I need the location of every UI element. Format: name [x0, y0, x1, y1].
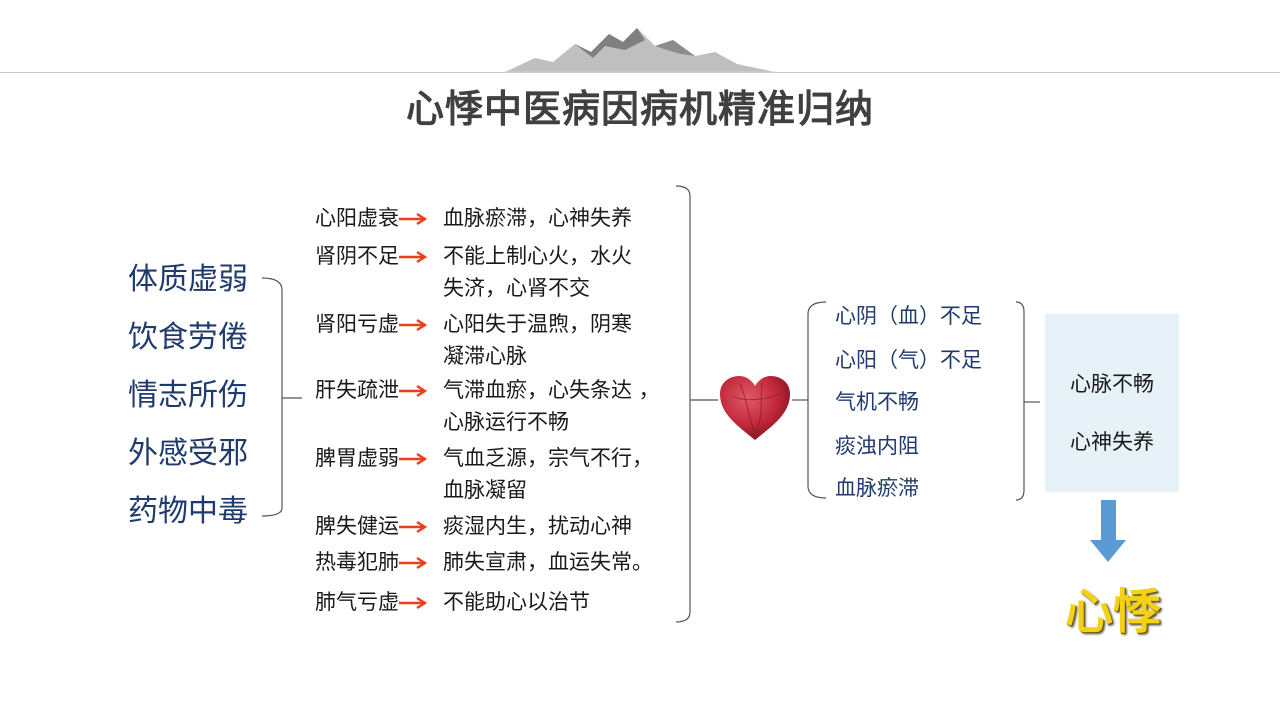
- mechanism-cause: 脾失健运: [315, 514, 399, 538]
- outcome-box: 心脉不畅 心神失养: [1045, 314, 1179, 492]
- outcome-line: 心神失养: [1070, 430, 1154, 454]
- mechanism-result: 血脉瘀滞，心神失养: [443, 206, 632, 230]
- mechanism-result: 血脉凝留: [443, 478, 527, 502]
- page-title: 心悸中医病因病机精准归纳: [405, 87, 874, 131]
- causes-list: 体质虚弱 饮食劳倦 情志所伤 外感受邪 药物中毒: [128, 258, 248, 548]
- cause-item: 外感受邪: [128, 436, 248, 471]
- mechanism-cause: 肝失疏泄: [315, 378, 399, 402]
- mechanism-cause: 肾阳亏虚: [315, 312, 399, 336]
- mechanism-cause: 心阳虚衰: [315, 206, 399, 230]
- mechanism-cause: 脾胃虚弱: [315, 446, 399, 470]
- arrow-right-icon: [399, 384, 428, 398]
- mechanism-result: 凝滞心脉: [443, 344, 527, 368]
- mechanism-row: 脾胃虚弱 气血乏源，宗气不行， 血脉凝留: [315, 442, 653, 502]
- mechanism-result: 痰湿内生，扰动心神: [443, 514, 632, 538]
- mechanism-row: 肾阴不足 不能上制心火，水火 失济，心肾不交: [315, 240, 632, 300]
- pathogenesis-item: 痰浊内阻: [835, 434, 919, 458]
- mechanisms-bracket: [675, 185, 691, 623]
- mechanism-result: 气血乏源，宗气不行，: [443, 446, 653, 470]
- pathogenesis-item: 血脉瘀滞: [835, 476, 919, 500]
- cause-item: 饮食劳倦: [128, 320, 248, 355]
- arrow-right-icon: [399, 452, 428, 466]
- heart-icon: [720, 376, 790, 440]
- pathogenesis-item: 心阴（血）不足: [835, 304, 982, 328]
- arrow-right-icon: [399, 318, 428, 332]
- pathogenesis-item: 气机不畅: [835, 390, 919, 414]
- arrow-right-icon: [399, 596, 428, 610]
- mechanism-row: 热毒犯肺 肺失宣肃，血运失常。: [315, 546, 653, 576]
- causes-bracket: [261, 277, 283, 517]
- mechanism-cause: 肾阴不足: [315, 244, 399, 268]
- mechanism-result: 不能助心以治节: [443, 590, 590, 614]
- mechanism-row: 心阳虚衰 血脉瘀滞，心神失养: [315, 202, 632, 232]
- arrow-right-icon: [399, 212, 428, 226]
- pathogenesis-bracket-right: [1015, 301, 1025, 501]
- down-arrow-icon: [1090, 500, 1126, 562]
- pathogenesis-item: 心阳（气）不足: [835, 348, 982, 372]
- mechanism-row: 肺气亏虚 不能助心以治节: [315, 586, 590, 616]
- arrow-right-icon: [399, 556, 428, 570]
- mountain-decoration: [505, 28, 775, 73]
- mechanism-result: 失济，心肾不交: [443, 276, 590, 300]
- mechanism-result: 心脉运行不畅: [443, 410, 569, 434]
- mechanism-cause: 肺气亏虚: [315, 590, 399, 614]
- mechanism-row: 肾阳亏虚 心阳失于温煦，阴寒 凝滞心脉: [315, 308, 632, 368]
- cause-item: 体质虚弱: [128, 262, 248, 297]
- mechanism-result: 肺失宣肃，血运失常。: [443, 550, 653, 574]
- outcome-line: 心脉不畅: [1070, 372, 1154, 396]
- cause-item: 药物中毒: [128, 494, 248, 529]
- mechanism-result: 不能上制心火，水火: [443, 244, 632, 268]
- mechanism-result: 气滞血瘀，心失条达 ，: [443, 378, 660, 402]
- pathogenesis-bracket-left: [807, 301, 827, 499]
- arrow-right-icon: [399, 520, 428, 534]
- mechanism-result: 心阳失于温煦，阴寒: [443, 312, 632, 336]
- mechanism-row: 脾失健运 痰湿内生，扰动心神: [315, 510, 632, 540]
- arrow-right-icon: [399, 250, 428, 264]
- mechanism-cause: 热毒犯肺: [315, 550, 399, 574]
- mechanism-row: 肝失疏泄 气滞血瘀，心失条达 ， 心脉运行不畅: [315, 374, 660, 434]
- cause-item: 情志所伤: [128, 378, 248, 413]
- result-label: 心悸: [1065, 584, 1162, 640]
